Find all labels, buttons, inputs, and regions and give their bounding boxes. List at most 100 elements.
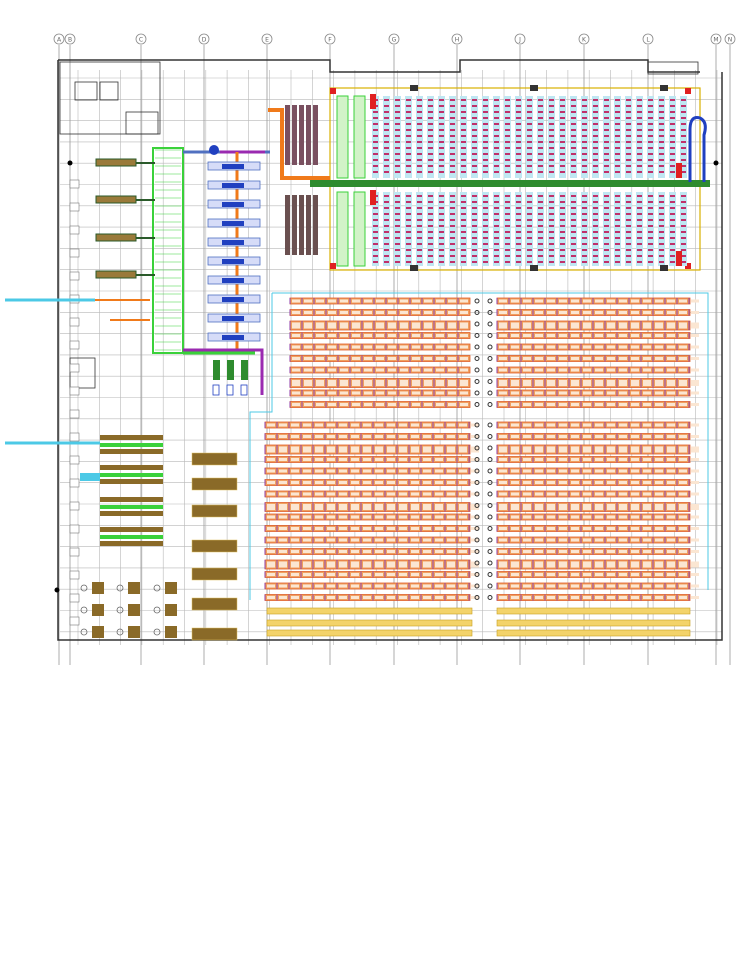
rack-bay <box>267 492 275 496</box>
rack-end-marker <box>474 344 480 350</box>
shelf-bin <box>472 159 477 161</box>
rack-bay <box>667 311 675 314</box>
shelf-bin <box>560 111 565 113</box>
shelf-bin <box>417 135 422 137</box>
sprinkler-loop <box>249 292 709 600</box>
shelf-bin <box>450 219 455 221</box>
access-hatch <box>660 265 668 271</box>
shelf-bin <box>615 237 620 239</box>
rack-bay <box>607 435 615 438</box>
rack-bay <box>267 481 275 484</box>
station-conveyor <box>222 164 244 169</box>
shelf-bin <box>593 129 598 131</box>
shelf-bin <box>681 141 686 143</box>
rack-bay <box>535 492 543 496</box>
rack-bay <box>460 357 468 360</box>
shelf-bin <box>373 207 378 209</box>
shelf-bin <box>428 129 433 131</box>
rack-bay <box>459 561 467 568</box>
rack-bay <box>583 481 591 484</box>
rack-bay <box>655 492 663 496</box>
rack-bay <box>411 527 419 530</box>
shelf-bin <box>670 213 675 215</box>
shelf-bin <box>670 219 675 221</box>
shelf-bin <box>417 129 422 131</box>
column-bubble <box>261 33 273 45</box>
shelf-bin <box>461 165 466 167</box>
loader <box>227 360 234 380</box>
shelf-bin <box>604 135 609 137</box>
rack-bay <box>643 538 651 542</box>
fire-alarm <box>330 88 336 94</box>
rack-bay <box>352 391 360 395</box>
shelf-bin <box>527 243 532 245</box>
shelf-bin <box>439 255 444 257</box>
truck-bay <box>226 384 234 396</box>
dock-door <box>69 570 80 580</box>
shelf-bin <box>472 111 477 113</box>
shelf-bin <box>637 231 642 233</box>
rack-bay <box>399 423 407 427</box>
shelf-bin <box>384 243 389 245</box>
rack-bay <box>571 515 579 519</box>
dock-door <box>69 386 80 396</box>
shelf-bin <box>604 111 609 113</box>
column-bubble <box>64 33 76 45</box>
rack-bay <box>595 322 603 329</box>
rack-end-marker <box>487 560 493 566</box>
shelf-bin <box>582 117 587 119</box>
rack-bay <box>460 334 468 337</box>
rack-bay <box>631 458 639 461</box>
rack-bay <box>631 403 639 406</box>
shelf-bin <box>538 213 543 215</box>
dock-door <box>69 340 80 350</box>
rack-bay <box>619 391 627 395</box>
shelf-bin <box>373 141 378 143</box>
rack-end-marker <box>474 514 480 520</box>
rack-bay <box>523 403 531 406</box>
shelf-bin <box>395 135 400 137</box>
rack-bay <box>351 492 359 496</box>
pallet-stack <box>128 582 140 594</box>
rack-bay <box>691 403 699 406</box>
rack-bay <box>364 380 372 386</box>
shelf-bin <box>373 219 378 221</box>
shelf-bin <box>681 159 686 161</box>
rack-bay <box>559 492 567 496</box>
rack-bay <box>316 403 324 406</box>
shelf-bin <box>626 213 631 215</box>
rack-bay <box>303 458 311 461</box>
shelf-bin <box>582 111 587 113</box>
shelf-bin <box>450 147 455 149</box>
shelf-bin <box>659 117 664 119</box>
shelf-bin <box>549 237 554 239</box>
rack-bay <box>619 504 627 510</box>
rack-bay <box>375 561 383 568</box>
shelf-bin <box>626 237 631 239</box>
rack-bay <box>691 573 699 576</box>
shelf-bin <box>505 159 510 161</box>
column-marker <box>713 160 719 166</box>
shelf-bin <box>516 261 521 263</box>
rack-bay <box>631 368 639 372</box>
rack-bay <box>523 538 531 542</box>
shelf-bin <box>472 171 477 173</box>
shelf-bin <box>505 141 510 143</box>
column-label: K <box>582 37 587 44</box>
shelf-bin <box>571 171 576 173</box>
rack-bay <box>655 481 663 484</box>
rack-bay <box>547 584 555 588</box>
rack-bay <box>292 403 300 406</box>
rack-bay <box>511 446 519 453</box>
shelf-bin <box>659 231 664 233</box>
rack-bay <box>291 550 299 553</box>
shelf-bin <box>648 213 653 215</box>
shelf-bin <box>483 147 488 149</box>
rack-bay <box>412 322 420 329</box>
shelf-bin <box>615 153 620 155</box>
rack-bay <box>607 380 615 386</box>
rack-bay <box>535 446 543 453</box>
shelf-bin <box>670 99 675 101</box>
rack-end-marker <box>474 310 480 315</box>
shelf-bin <box>461 147 466 149</box>
